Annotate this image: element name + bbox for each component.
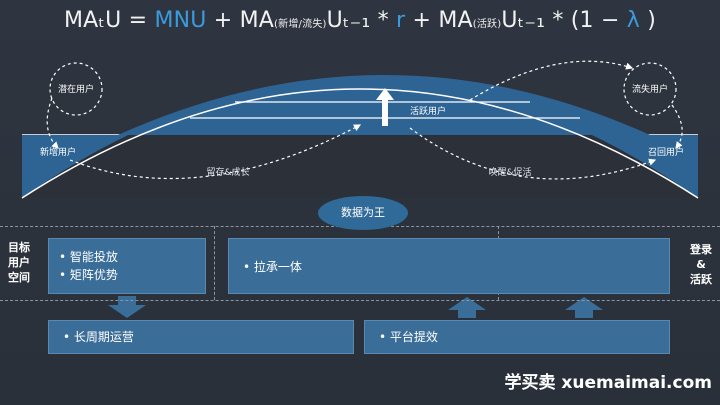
flow-potential-to-new [46, 97, 59, 149]
formula-plus1: + MA [206, 8, 275, 33]
dashed-divider-left [214, 226, 215, 300]
wake-promote-label: 唤醒&促活 [488, 166, 531, 178]
data-is-king-bubble: 数据为王 [318, 196, 408, 230]
up-arrow-2 [565, 297, 603, 318]
flow-active-to-recall [409, 127, 657, 180]
recall-users-label: 召回用户 [648, 146, 684, 158]
main-curve [21, 88, 699, 199]
target-user-space-label: 目标 用户 空间 [8, 241, 30, 284]
up-arrow-1 [448, 297, 486, 318]
formula: MAₜU = MNU + MA(新增/流失)Uₜ₋₁ * r + MA(活跃)U… [0, 8, 720, 33]
potential-users-label: 潜在用户 [58, 83, 94, 95]
active-users-label: 活跃用户 [410, 105, 446, 117]
dashed-guide-bottom [0, 300, 720, 301]
long-cycle-item: 长周期运营 [63, 328, 339, 346]
formula-mnu: MNU [154, 8, 207, 33]
smart-ads-box: 智能投放 矩阵优势 [48, 238, 206, 294]
bowl-cutout [22, 135, 698, 198]
flow-active-to-lost [469, 60, 634, 101]
platform-box: 平台提效 [364, 320, 670, 354]
integration-box: 拉承一体 [228, 238, 670, 294]
flow-lost-to-recall [671, 104, 683, 149]
formula-sub-active: (活跃) [472, 19, 502, 30]
lost-users-label: 流失用户 [632, 83, 668, 95]
up-arrow-shaft [382, 98, 388, 126]
formula-plus2: + MA [405, 8, 473, 33]
smart-ads-item: 智能投放 [59, 248, 195, 266]
data-is-king-label: 数据为王 [341, 206, 385, 219]
formula-u1: Uₜ₋₁ * [326, 8, 397, 33]
down-arrow-1 [108, 296, 146, 318]
formula-r: r [396, 8, 406, 33]
formula-sub-new-lost: (新增/流失) [274, 19, 327, 30]
integration-item: 拉承一体 [243, 258, 655, 276]
watermark: 学买卖 xuemaimai.com [504, 373, 712, 393]
up-arrow-head [376, 88, 394, 100]
retain-grow-label: 留存&成长 [206, 166, 249, 178]
formula-lambda: λ [626, 8, 641, 33]
formula-u2: Uₜ₋₁ * (1 − [501, 8, 627, 33]
flow-new-to-active [69, 124, 362, 180]
platform-item: 平台提效 [379, 328, 655, 346]
long-cycle-box: 长周期运营 [48, 320, 354, 354]
formula-lhs: MAₜU = [63, 8, 155, 33]
formula-close: ) [640, 8, 656, 33]
lost-users-circle [623, 62, 677, 116]
login-active-label: 登录 & 活跃 [690, 243, 712, 286]
potential-users-circle [49, 62, 103, 116]
matrix-advantage-item: 矩阵优势 [59, 266, 195, 284]
new-users-label: 新增用户 [40, 146, 76, 158]
